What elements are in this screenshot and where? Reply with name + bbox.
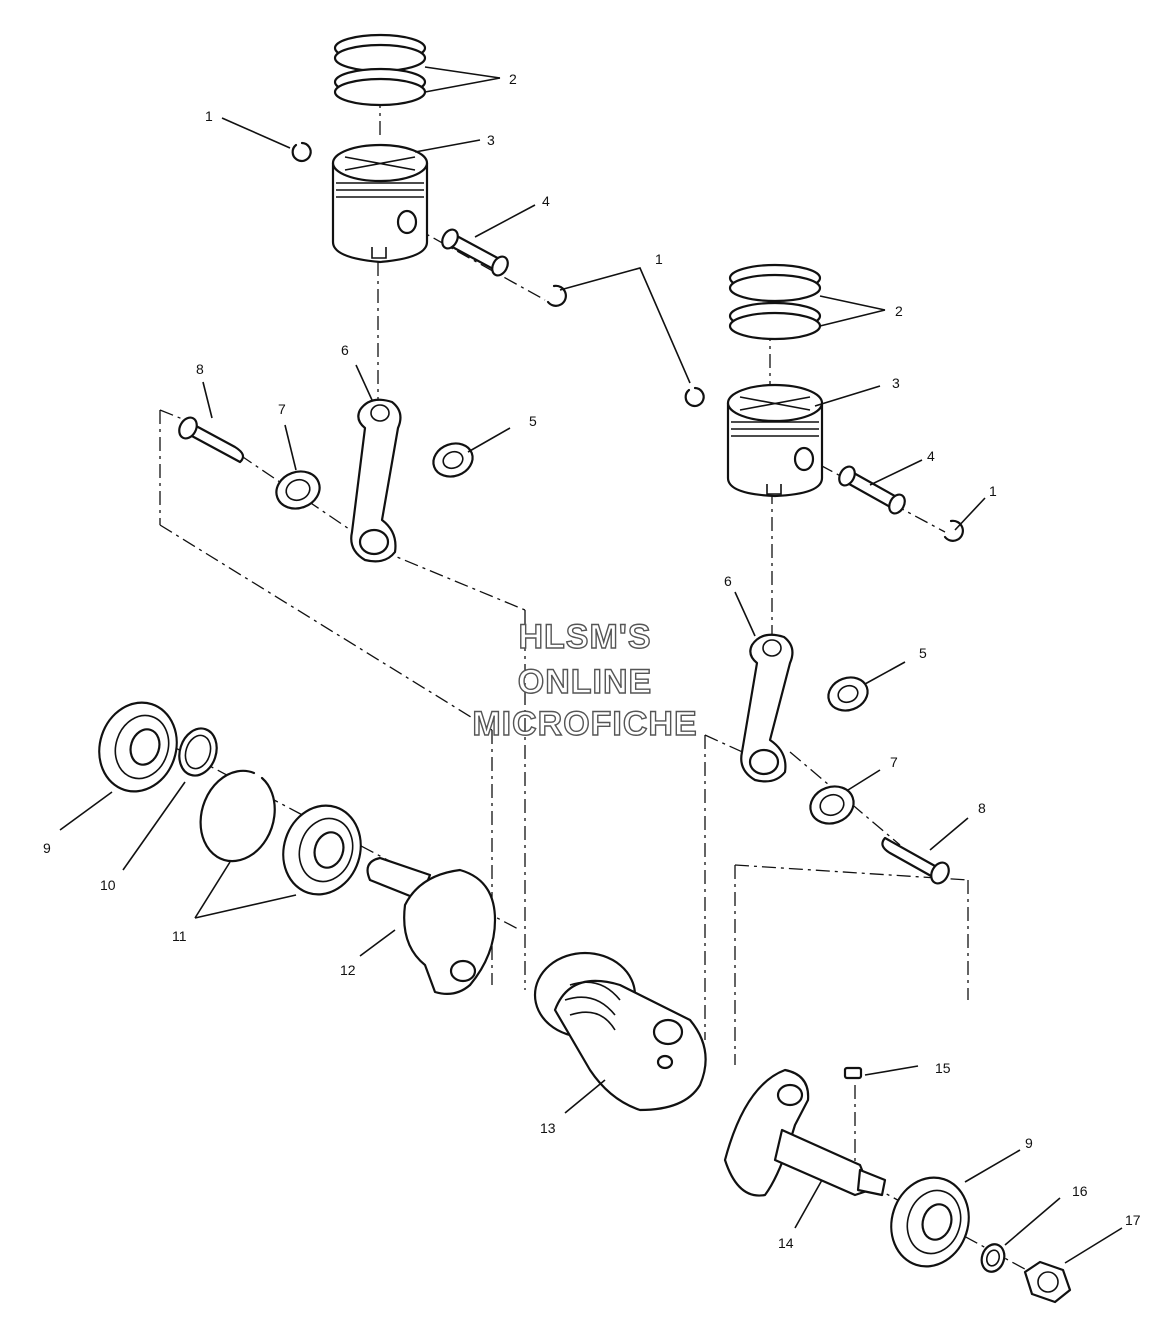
callout-16: 16: [1072, 1183, 1088, 1199]
callout-7-right: 7: [890, 754, 898, 770]
main-bearing-right: [890, 1176, 970, 1268]
shim-left: [178, 727, 218, 777]
wrist-pin-left: [441, 228, 509, 277]
assembly-centerlines: [159, 40, 1046, 1281]
circlip-left-top: [291, 141, 312, 163]
woodruff-key: [843, 1066, 863, 1080]
callout-15: 15: [935, 1060, 951, 1076]
watermark-line-3: MICROFICHE: [472, 704, 698, 743]
piston-rings-left: [333, 33, 427, 107]
callout-9-right: 9: [1025, 1135, 1033, 1151]
callout-6-right: 6: [724, 573, 732, 589]
callout-7-left: 7: [278, 401, 286, 417]
callout-1-right: 1: [989, 483, 997, 499]
callout-4-right: 4: [927, 448, 935, 464]
needle-bearing-lower-left: [275, 470, 321, 510]
piston-right: [726, 383, 824, 498]
circlip-right-top: [684, 386, 705, 408]
callout-1-middle: 1: [655, 251, 663, 267]
callout-1-left-top: 1: [205, 108, 213, 124]
retaining-ring-left: [199, 769, 276, 863]
main-bearing-left: [98, 701, 178, 793]
callout-12: 12: [340, 962, 356, 978]
watermark-line-2: ONLINE: [517, 662, 653, 701]
callout-2-right: 2: [895, 303, 903, 319]
leader-lines: [59, 66, 1123, 1264]
callout-14: 14: [778, 1235, 794, 1251]
callout-11: 11: [172, 928, 187, 944]
connecting-rod-right: [740, 633, 794, 783]
callout-10: 10: [100, 877, 116, 893]
lock-washer: [980, 1243, 1006, 1273]
crankshaft-center: [533, 951, 707, 1112]
crankshaft-half-left: [366, 856, 497, 995]
crank-pin-left: [178, 416, 245, 464]
callout-5-left: 5: [529, 413, 537, 429]
callout-3-right: 3: [892, 375, 900, 391]
hex-nut: [1023, 1260, 1072, 1304]
piston-left: [331, 143, 429, 264]
callout-8-left: 8: [196, 361, 204, 377]
crankshaft-half-right: [723, 1068, 887, 1197]
wrist-pin-right: [838, 465, 906, 515]
needle-bearing-lower-right: [809, 785, 855, 825]
callout-13: 13: [540, 1120, 556, 1136]
callout-8-right: 8: [978, 800, 986, 816]
callout-3-left: 3: [487, 132, 495, 148]
watermark-line-1: HLSM'S: [518, 617, 652, 656]
callout-17: 17: [1125, 1212, 1141, 1228]
callout-9-left: 9: [43, 840, 51, 856]
callout-6-left: 6: [341, 342, 349, 358]
crank-pin-right: [881, 836, 950, 885]
callout-5-right: 5: [919, 645, 927, 661]
circlip-left-pin: [546, 284, 567, 307]
piston-rings-right: [728, 263, 822, 341]
connecting-rod-left: [350, 398, 402, 563]
callout-2-left: 2: [509, 71, 517, 87]
callout-numbers: 2 1 3 4 1 2 6 8 7 5 3 4 1 6 5 7 8 9 10 1…: [43, 71, 1141, 1251]
needle-bearing-upper-right: [827, 676, 869, 712]
callout-4-left: 4: [542, 193, 550, 209]
main-bearing-left-inner: [282, 804, 362, 896]
needle-bearing-upper-left: [432, 442, 474, 478]
